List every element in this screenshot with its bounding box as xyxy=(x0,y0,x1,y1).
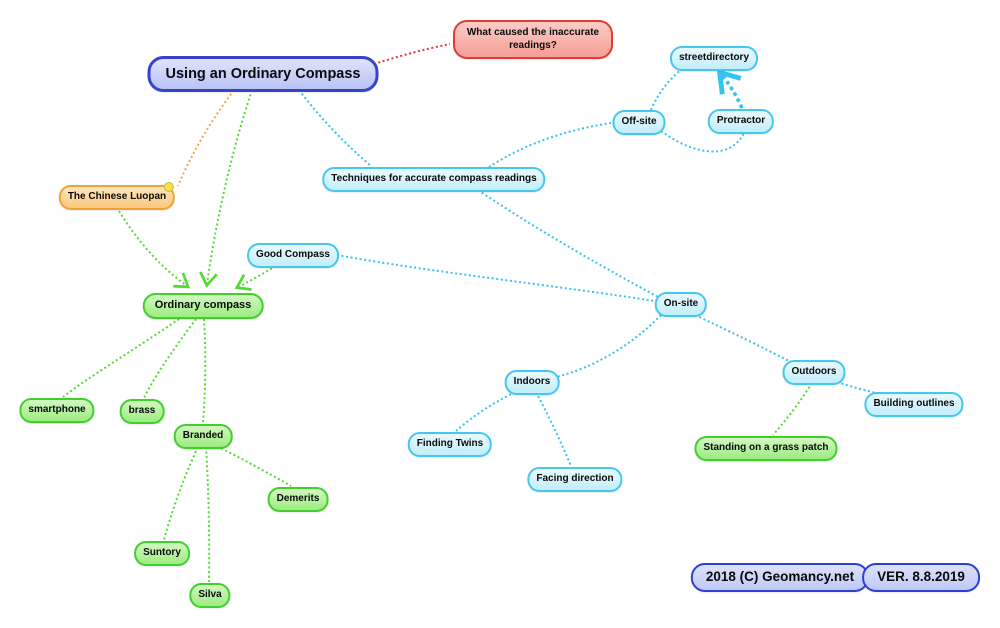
node-streetdirectory[interactable]: streetdirectory xyxy=(669,46,759,71)
node-demerits[interactable]: Demerits xyxy=(267,487,329,512)
node-smartphone[interactable]: smartphone xyxy=(19,398,95,423)
node-what-caused-inaccurate-readings[interactable]: What caused the inaccurate readings? xyxy=(453,20,613,59)
edge-main-to-ordinary-compass xyxy=(199,89,253,288)
edge-on-site-to-indoors xyxy=(555,314,662,378)
edge-ordinary-compass-to-smartphone xyxy=(62,318,180,398)
link-dot-icon[interactable] xyxy=(164,182,175,192)
edge-techniques-to-on-site xyxy=(477,189,659,298)
node-facing-direction[interactable]: Facing direction xyxy=(527,467,623,492)
node-finding-twins[interactable]: Finding Twins xyxy=(407,432,493,457)
edge-main-to-techniques xyxy=(298,89,372,167)
node-good-compass[interactable]: Good Compass xyxy=(247,243,339,268)
edge-outdoors-to-building-outlines xyxy=(836,381,877,394)
edge-off-site-to-protractor xyxy=(660,130,745,153)
edge-good-compass-to-on-site xyxy=(336,254,655,302)
node-label: The Chinese Luopan xyxy=(67,191,167,202)
edge-ordinary-compass-to-branded xyxy=(202,318,207,424)
edge-on-site-to-outdoors xyxy=(694,314,792,363)
node-branded[interactable]: Branded xyxy=(173,424,233,449)
edge-protractor-to-streetdirectory xyxy=(716,69,744,109)
node-brass[interactable]: brass xyxy=(119,399,165,424)
edge-main-to-what-caused xyxy=(364,43,451,68)
edge-techniques-to-off-site xyxy=(488,122,612,168)
node-using-ordinary-compass[interactable]: Using an Ordinary Compass xyxy=(147,56,379,93)
edge-outdoors-to-standing-grass xyxy=(772,382,813,436)
edge-branded-to-demerits xyxy=(216,445,292,487)
node-outdoors[interactable]: Outdoors xyxy=(782,360,846,385)
node-protractor[interactable]: Protractor xyxy=(707,109,775,134)
edge-chinese-luopan-to-ordinary-compass xyxy=(118,210,191,289)
edge-indoors-to-facing-direction xyxy=(535,391,572,467)
node-indoors[interactable]: Indoors xyxy=(504,370,560,395)
node-building-outlines[interactable]: Building outlines xyxy=(864,392,964,417)
node-suntory[interactable]: Suntory xyxy=(134,541,190,566)
edge-branded-to-silva xyxy=(205,446,211,583)
copyright-badge[interactable]: 2018 (C) Geomancy.net xyxy=(690,563,870,592)
edge-indoors-to-finding-twins xyxy=(455,391,516,432)
node-silva[interactable]: Silva xyxy=(189,583,231,608)
edge-main-to-chinese-luopan xyxy=(177,89,235,187)
node-the-chinese-luopan[interactable]: The Chinese Luopan xyxy=(58,182,176,210)
edge-branded-to-suntory xyxy=(163,446,199,541)
node-off-site[interactable]: Off-site xyxy=(612,110,666,135)
edge-ordinary-compass-to-brass xyxy=(143,318,197,399)
node-standing-on-a-grass-patch[interactable]: Standing on a grass patch xyxy=(694,436,838,461)
edge-good-compass-to-ordinary-compass xyxy=(234,265,277,291)
edge-off-site-to-streetdirectory xyxy=(650,68,683,111)
node-on-site[interactable]: On-site xyxy=(654,292,708,317)
version-badge[interactable]: VER. 8.8.2019 xyxy=(862,563,980,592)
node-ordinary-compass[interactable]: Ordinary compass xyxy=(142,293,264,319)
node-techniques-for-accurate-compass-readings[interactable]: Techniques for accurate compass readings xyxy=(322,167,546,192)
